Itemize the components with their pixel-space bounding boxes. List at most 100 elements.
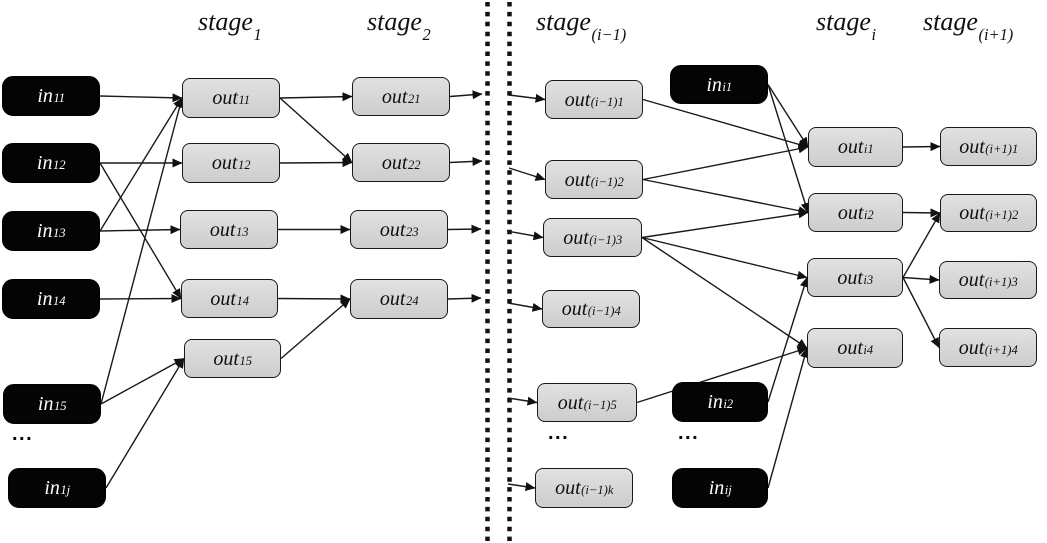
stage-label-base: stage xyxy=(198,7,253,36)
edge-out15-to-out24 xyxy=(280,298,351,360)
node-label-base: out xyxy=(381,151,408,174)
node-om4: out(i−1)4 xyxy=(542,290,640,328)
node-label-subscript: (i+1)4 xyxy=(984,342,1018,357)
node-op4: out(i+1)4 xyxy=(939,328,1037,367)
node-label-base: out xyxy=(561,298,588,320)
node-label-subscript: 21 xyxy=(407,91,421,106)
edge-out12-to-out22 xyxy=(279,158,353,168)
edge-om3-to-oi2 xyxy=(641,209,809,239)
node-label-subscript: 13 xyxy=(52,226,66,241)
edge-divider-to-omk xyxy=(507,482,536,492)
edge-om5-to-oi4 xyxy=(636,346,808,404)
edge-out23-to-divider xyxy=(447,224,482,234)
node-label-base: out xyxy=(555,477,581,499)
node-op2: out(i+1)2 xyxy=(940,194,1037,232)
edge-out14-to-out24 xyxy=(277,294,351,304)
stage-label-base: stage xyxy=(536,7,591,36)
stage-label-subscript: (i−1) xyxy=(591,24,627,44)
node-omk: out(i−1)k xyxy=(535,468,633,508)
edges-group xyxy=(99,84,941,492)
node-label-subscript: 13 xyxy=(235,224,249,239)
node-label-base: out xyxy=(837,266,863,289)
edge-in11-to-out11 xyxy=(99,93,183,103)
edge-om3-to-oi3 xyxy=(641,236,808,280)
node-label-subscript: i2 xyxy=(723,397,734,412)
node-label-subscript: i1 xyxy=(722,79,733,94)
edge-in15-to-out15 xyxy=(100,357,185,405)
label-stage1: stage1 xyxy=(198,7,262,42)
node-label-subscript: ij xyxy=(724,483,732,498)
node-label-base: out xyxy=(563,226,589,249)
edge-inij-to-oi4 xyxy=(767,347,809,489)
node-label-subscript: 22 xyxy=(407,157,421,172)
node-label-subscript: (i−1)3 xyxy=(589,232,623,247)
node-label-base: in xyxy=(706,73,722,96)
dots-mid2: ... xyxy=(678,422,700,444)
node-label-subscript: (i+1)2 xyxy=(985,208,1019,223)
edge-out22-to-divider xyxy=(449,156,483,166)
node-label-subscript: (i−1)5 xyxy=(583,397,617,412)
node-label-base: in xyxy=(36,288,53,310)
node-label-base: in xyxy=(37,393,54,415)
node-label-subscript: 15 xyxy=(53,399,67,414)
node-label-subscript: 14 xyxy=(52,294,66,309)
node-label-base: out xyxy=(959,202,985,224)
stage-label-subscript: 1 xyxy=(253,24,262,44)
node-label-base: out xyxy=(381,85,408,108)
edge-ini1-to-oi2 xyxy=(767,84,810,213)
node-label-subscript: (i+1)1 xyxy=(985,141,1019,156)
node-label-base: out xyxy=(212,87,238,109)
node-label-subscript: 15 xyxy=(239,353,253,368)
edge-divider-to-om1 xyxy=(508,93,546,103)
node-label-base: out xyxy=(958,336,985,359)
node-label-subscript: 11 xyxy=(238,93,251,108)
edge-in1j-to-out15 xyxy=(105,358,185,489)
node-label-subscript: (i−1)4 xyxy=(587,304,621,319)
edge-in14-to-out14 xyxy=(99,294,182,304)
node-label-base: in xyxy=(44,477,60,499)
label-stage-i-plus-1: stage(i+1) xyxy=(923,7,1013,42)
node-label-base: out xyxy=(837,337,863,359)
node-label-base: in xyxy=(707,391,723,413)
label-stage-i: stagei xyxy=(816,7,876,42)
node-label-subscript: i4 xyxy=(863,343,874,358)
node-label-subscript: 11 xyxy=(53,91,66,106)
edge-oi1-to-op1 xyxy=(902,142,941,152)
edge-divider-to-om4 xyxy=(507,302,543,312)
node-label-base: out xyxy=(211,152,238,174)
stage-label-subscript: i xyxy=(871,24,877,44)
node-label-base: out xyxy=(210,287,236,310)
node-label-base: out xyxy=(557,391,584,414)
edge-om2-to-oi1 xyxy=(642,144,809,181)
stage-label-base: stage xyxy=(816,7,871,36)
edge-om1-to-oi1 xyxy=(642,98,809,149)
node-label-base: out xyxy=(837,136,864,158)
edge-om2-to-oi2 xyxy=(642,178,809,216)
stage-divider-dotted-lines xyxy=(485,2,512,541)
edge-out21-to-divider xyxy=(449,90,483,100)
stage-label-subscript: (i+1) xyxy=(978,24,1014,44)
node-label-subscript: i3 xyxy=(863,272,874,287)
node-label-base: out xyxy=(213,347,239,370)
edge-divider-to-om2 xyxy=(508,167,546,181)
edge-divider-to-om5 xyxy=(507,396,538,406)
edge-in15-to-out11 xyxy=(100,97,184,405)
edge-in13-to-out13 xyxy=(99,225,181,235)
node-label-subscript: 12 xyxy=(237,158,251,173)
node-label-base: out xyxy=(837,201,864,224)
